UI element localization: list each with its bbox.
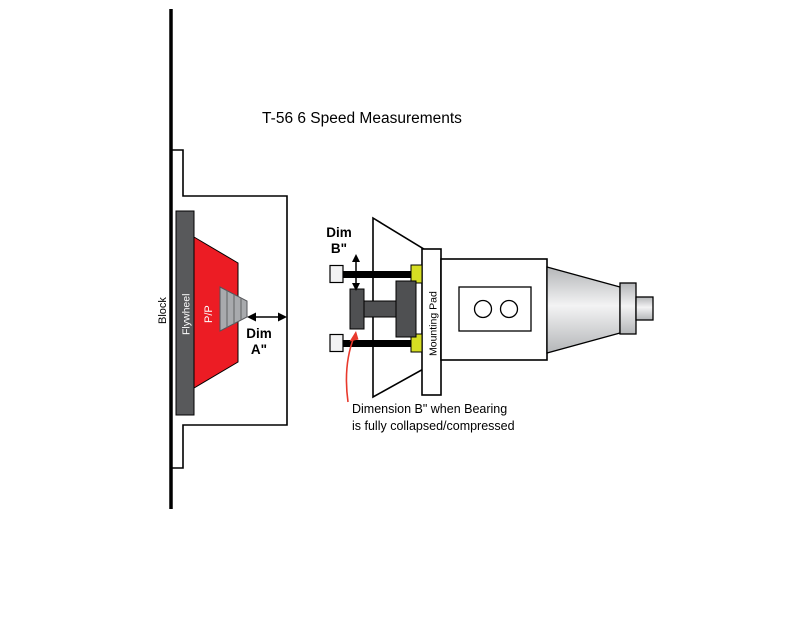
dim-b-label-line1: Dim <box>326 225 352 240</box>
case-bolt-hole <box>473 299 493 319</box>
dim-a-label-line1: Dim <box>246 326 272 341</box>
annotation-line2: is fully collapsed/compressed <box>352 419 515 433</box>
bolt-head-top <box>329 264 344 284</box>
pressure-plate <box>193 236 239 389</box>
clutch-hub <box>219 286 248 332</box>
dim-b-arrow <box>352 254 360 291</box>
pressure-plate-label: P/P <box>203 305 215 323</box>
flywheel-label: Flywheel <box>181 294 193 335</box>
stud-top <box>333 271 422 278</box>
bolt-head-bottom <box>329 333 344 353</box>
dim-b-label-line2: B" <box>331 241 347 256</box>
case-inner-panel <box>458 286 532 332</box>
annotation-arrowhead <box>349 331 359 342</box>
dim-a-label-line2: A" <box>251 342 267 357</box>
stud-bottom <box>333 340 422 347</box>
washer-top <box>410 264 423 284</box>
throwout-bearing <box>349 288 365 330</box>
case-bolt-hole <box>499 299 519 319</box>
annotation-arrow-line <box>345 336 355 403</box>
dim-a-arrowhead-right <box>278 312 287 322</box>
mounting-pad-label: Mounting Pad <box>428 291 440 356</box>
bellhousing-profile-outline <box>172 149 288 469</box>
dim-a-arrow <box>247 312 287 322</box>
output-shaft <box>635 296 654 321</box>
annotation-line1: Dimension B" when Bearing <box>352 402 507 416</box>
output-flange <box>619 282 637 335</box>
tailhousing <box>546 266 621 354</box>
bearing-retainer <box>395 280 417 338</box>
dim-b-arrowhead-top <box>352 254 360 262</box>
dim-b-arrowhead-bottom <box>352 283 360 291</box>
block-label: Block <box>157 297 169 324</box>
dim-a-arrowhead-left <box>247 312 256 322</box>
diagram-title: T-56 6 Speed Measurements <box>262 110 462 127</box>
